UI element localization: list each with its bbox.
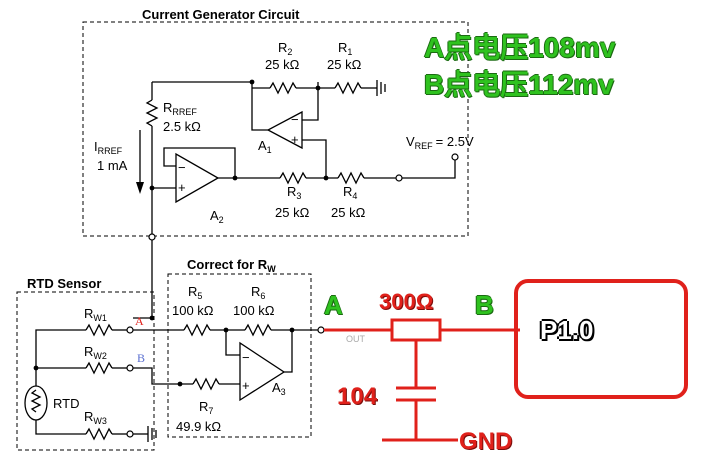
ground-symbol-2 xyxy=(147,426,157,442)
resistor-r7 xyxy=(192,377,220,391)
value-irref: 1 mA xyxy=(97,158,128,173)
label-a3: A3 xyxy=(272,380,286,397)
value-r7: 49.9 kΩ xyxy=(176,419,221,434)
resistor-r4 xyxy=(337,171,365,185)
correct-rw-box xyxy=(167,273,312,438)
label-rw1: RW1 xyxy=(84,306,107,323)
value-r6: 100 kΩ xyxy=(233,303,275,318)
svg-text:−: − xyxy=(178,160,186,175)
label-104: 104 xyxy=(337,383,378,410)
svg-text:+: + xyxy=(291,132,299,147)
resistor-r5 xyxy=(183,323,211,337)
opamp-a1 xyxy=(266,110,303,150)
label-rw3: RW3 xyxy=(84,409,107,426)
label-a-big: A xyxy=(324,290,343,320)
red-capacitor xyxy=(396,386,436,402)
label-r6: R6 xyxy=(251,284,265,301)
value-r1: 25 kΩ xyxy=(327,57,362,72)
note-a-voltage: A点电压108mv xyxy=(424,32,616,63)
rtd-sensor-box xyxy=(16,291,155,451)
label-r5: R5 xyxy=(188,284,202,301)
label-irref: IRREF xyxy=(94,139,123,156)
label-r3: R3 xyxy=(287,184,301,201)
value-rrref: 2.5 kΩ xyxy=(163,119,201,134)
label-a2: A2 xyxy=(210,208,224,225)
opamp-a2 xyxy=(175,152,220,204)
label-r7: R7 xyxy=(199,399,213,416)
label-r1: R1 xyxy=(338,40,352,57)
red-wire-gnd xyxy=(382,400,458,442)
label-rrref: RRREF xyxy=(163,100,197,117)
value-r4: 25 kΩ xyxy=(331,205,366,220)
resistor-rw3 xyxy=(85,427,113,441)
label-b-big: B xyxy=(475,290,494,320)
resistor-r6 xyxy=(244,323,272,337)
label-300-ohm: 300Ω xyxy=(379,289,434,314)
resistor-r3 xyxy=(279,171,307,185)
label-rw2: RW2 xyxy=(84,344,107,361)
value-r3: 25 kΩ xyxy=(275,205,310,220)
ground-symbol-1 xyxy=(376,80,386,96)
label-gnd: GND xyxy=(459,428,513,455)
resistor-r1 xyxy=(334,81,362,95)
resistor-rw2 xyxy=(85,361,113,375)
label-vref: VREF= 2.5V xyxy=(406,134,474,151)
value-r2: 25 kΩ xyxy=(265,57,300,72)
value-r5: 100 kΩ xyxy=(172,303,214,318)
r-rref-resistor xyxy=(145,99,159,127)
svg-text:+: + xyxy=(242,378,250,393)
label-rtd: RTD xyxy=(53,396,79,411)
svg-text:−: − xyxy=(242,350,250,365)
node-a-small: A xyxy=(135,314,144,328)
label-p1-0: P1.0 xyxy=(540,315,594,345)
svg-text:+: + xyxy=(178,180,186,195)
resistor-rw1 xyxy=(85,323,113,337)
current-generator-title: Current Generator Circuit xyxy=(142,7,300,22)
resistor-r2 xyxy=(269,81,297,95)
correct-rw-title: Correct for RW xyxy=(187,257,276,274)
svg-text:−: − xyxy=(291,112,299,127)
opamp-a3 xyxy=(239,341,286,402)
rtd-sensor-title: RTD Sensor xyxy=(27,276,101,291)
red-pin-box xyxy=(514,279,688,399)
label-a1: A1 xyxy=(258,138,272,155)
node-b-small: B xyxy=(137,351,145,365)
label-r4: R4 xyxy=(343,184,357,201)
red-resistor-300 xyxy=(390,318,442,342)
note-b-voltage: B点电压112mv xyxy=(424,69,614,100)
current-arrow xyxy=(136,182,144,194)
label-r2: R2 xyxy=(278,40,292,57)
out-faint-label: OUT xyxy=(346,334,366,344)
current-generator-box xyxy=(82,21,469,237)
